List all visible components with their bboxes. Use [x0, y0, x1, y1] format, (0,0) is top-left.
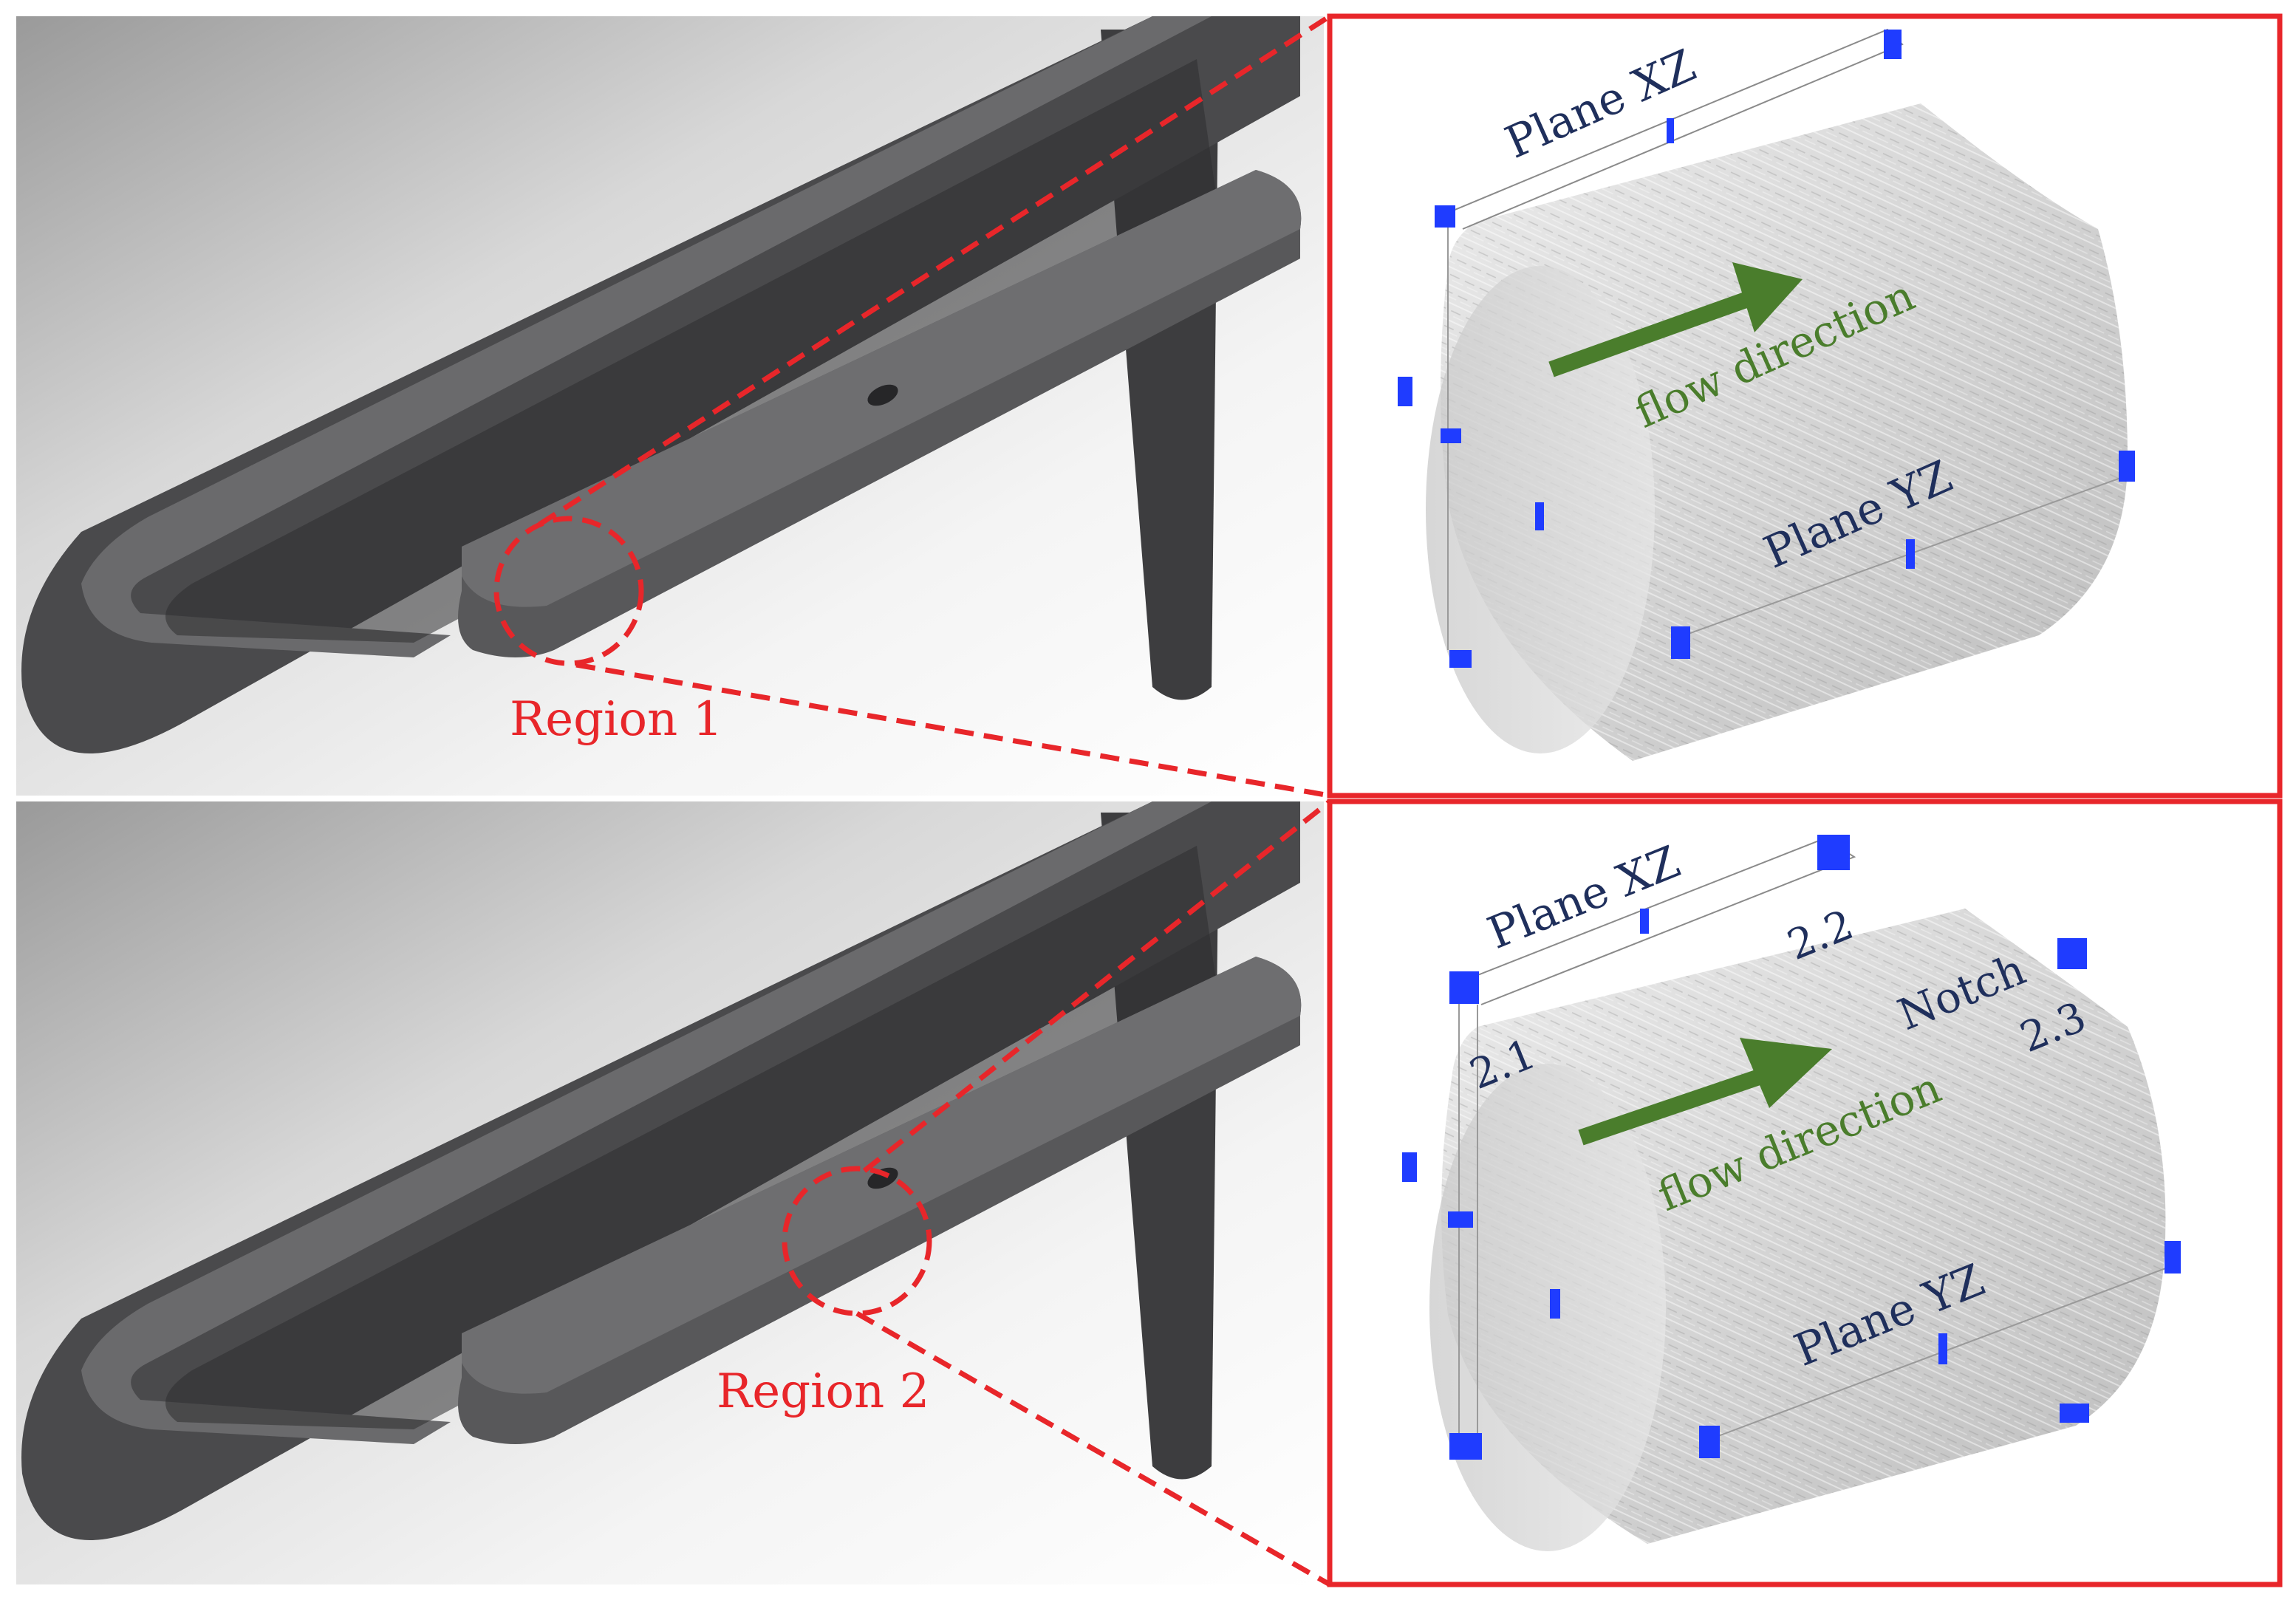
region-1-label: Region 1: [510, 692, 722, 747]
marker-2j: [1938, 1333, 1947, 1364]
marker-2k: [2165, 1241, 2181, 1273]
fiber-sample-2: [1402, 835, 2181, 1551]
marker-2i: [1699, 1426, 1720, 1458]
marker-1j: [2119, 451, 2135, 482]
flow-arrow-2-shaft: [1578, 1067, 1769, 1146]
marker-1h: [1671, 626, 1690, 659]
region-2-label: Region 2: [717, 1364, 929, 1419]
marker-1d: [1398, 377, 1412, 406]
marker-2c: [1640, 909, 1649, 934]
slot-hole-1: [867, 384, 898, 406]
marker-2l: [2060, 1404, 2089, 1423]
marker-2b: [1817, 835, 1850, 870]
marker-2e: [1402, 1152, 1417, 1182]
leader-line-2b: [855, 1310, 1331, 1587]
marker-1f: [1535, 502, 1544, 530]
flow-arrow-2-head: [1740, 1038, 1832, 1108]
u-rail-inner-1: [165, 59, 1219, 643]
callout-circle-2: [782, 1166, 932, 1316]
leader-line-1a: [538, 14, 1331, 527]
u-rail-inner-2: [165, 846, 1219, 1429]
flow-arrow-1-head: [1732, 262, 1803, 332]
molded-part-1: [21, 16, 1302, 753]
callout-circle-1: [493, 516, 644, 666]
marker-1i: [1906, 539, 1915, 569]
marker-1e: [1441, 428, 1461, 443]
flow-arrow-1-shaft: [1548, 287, 1761, 377]
marker-2a: [1449, 971, 1479, 1004]
marker-2f: [1448, 1211, 1473, 1228]
marker-1b: [1884, 30, 1902, 59]
fiber-sample-1: [1398, 28, 2136, 761]
marker-1a: [1435, 205, 1455, 228]
marker-2g: [1550, 1289, 1560, 1319]
marker-1c: [1667, 118, 1674, 143]
leader-line-2a: [862, 799, 1332, 1173]
sample-end-face-2: [1429, 1064, 1666, 1551]
leader-line-1b: [575, 662, 1330, 799]
panel-region-1: Region 1 Plane XZ flow: [16, 13, 2283, 799]
marker-1g: [1449, 650, 1472, 668]
panel-region-2: Region 2 Plane XZ 2.1 2: [16, 799, 2283, 1587]
marker-2h: [1449, 1433, 1482, 1460]
marker-2d: [2057, 938, 2087, 969]
